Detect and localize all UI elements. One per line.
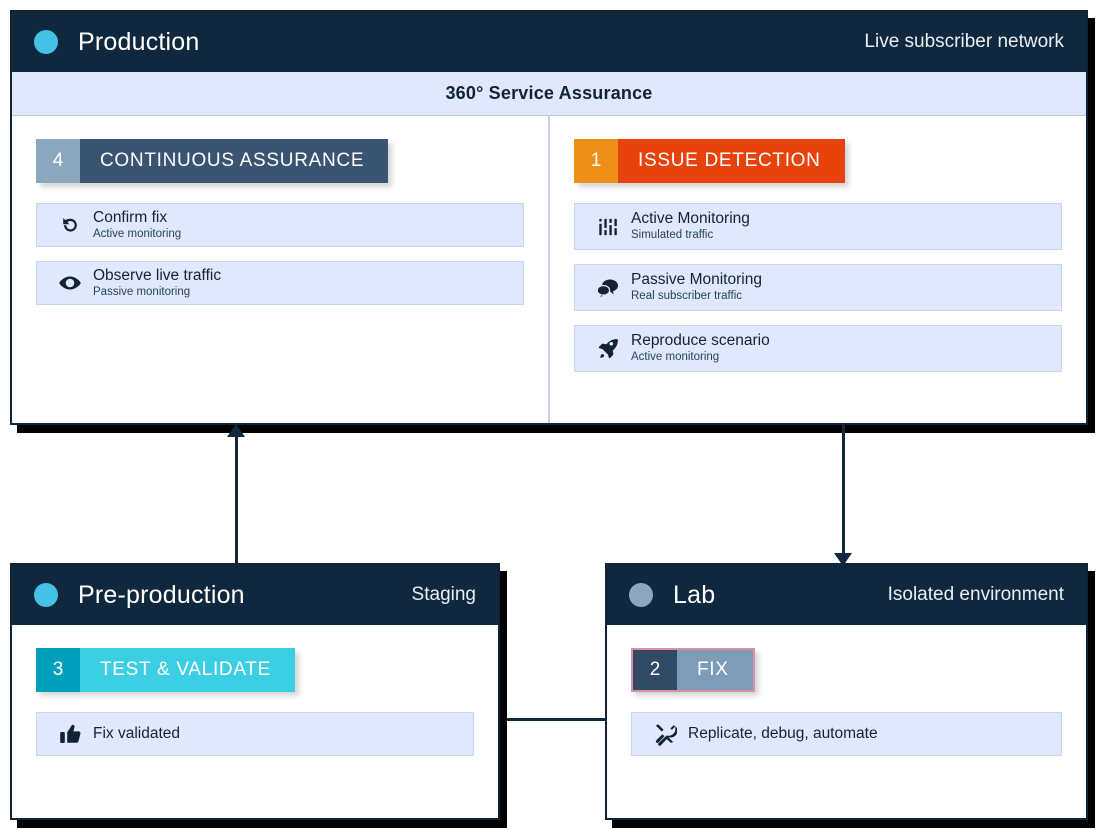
status-dot-grey-icon <box>629 583 653 607</box>
preproduction-body: 3 TEST & VALIDATE Fix validated <box>12 625 498 756</box>
list-item-fix-validated[interactable]: Fix validated <box>36 712 474 756</box>
production-columns: 4 CONTINUOUS ASSURANCE Confirm fix Activ… <box>12 116 1086 423</box>
preproduction-panel: Pre-production Staging 3 TEST & VALIDATE… <box>10 563 500 820</box>
list-item-title: Fix validated <box>93 725 181 742</box>
list-item-replicate-debug-automate[interactable]: Replicate, debug, automate <box>631 712 1062 756</box>
eye-icon <box>53 271 87 295</box>
lab-header: Lab Isolated environment <box>607 565 1086 625</box>
list-item-title: Confirm fix <box>93 208 168 226</box>
list-item-subtitle: Passive monitoring <box>93 285 191 298</box>
stage-number: 2 <box>633 650 677 690</box>
connector-lab-to-preproduction <box>505 718 607 721</box>
list-item-text: Observe live traffic Passive monitoring <box>93 267 221 300</box>
rocket-icon <box>591 337 625 360</box>
status-dot-cyan-icon <box>34 30 58 54</box>
list-item-title: Replicate, debug, automate <box>688 725 878 742</box>
service-assurance-label: 360° Service Assurance <box>445 83 653 103</box>
stage-badge-fix[interactable]: 2 FIX <box>631 648 755 692</box>
stage-badge-test-validate[interactable]: 3 TEST & VALIDATE <box>36 648 295 692</box>
arrowhead-up-icon <box>227 424 245 437</box>
preproduction-header: Pre-production Staging <box>12 565 498 625</box>
stage-number: 4 <box>36 139 80 183</box>
connector-production-to-lab <box>842 425 845 558</box>
lab-title: Lab <box>673 580 716 609</box>
stage-label: CONTINUOUS ASSURANCE <box>100 150 365 171</box>
list-item-passive-monitoring[interactable]: Passive Monitoring Real subscriber traff… <box>574 264 1062 311</box>
arrowhead-down-icon <box>834 553 852 566</box>
production-title: Production <box>78 27 200 56</box>
list-item-text: Passive Monitoring Real subscriber traff… <box>631 271 762 304</box>
list-item-subtitle: Simulated traffic <box>631 229 714 242</box>
production-header: Production Live subscriber network <box>12 12 1086 72</box>
production-subtitle: Live subscriber network <box>864 31 1064 52</box>
lab-panel: Lab Isolated environment 2 FIX Replicate… <box>605 563 1088 820</box>
list-item-title: Reproduce scenario <box>631 332 770 350</box>
list-item-active-monitoring[interactable]: Active Monitoring Simulated traffic <box>574 203 1062 250</box>
list-item-subtitle: Active monitoring <box>93 227 182 240</box>
stage-label: FIX <box>697 659 729 680</box>
service-assurance-band: 360° Service Assurance <box>12 72 1086 116</box>
lab-subtitle: Isolated environment <box>887 584 1064 605</box>
rotate-ccw-icon <box>53 214 87 236</box>
list-item-subtitle: Active monitoring <box>631 351 720 364</box>
list-item-confirm-fix[interactable]: Confirm fix Active monitoring <box>36 203 524 247</box>
stage-number: 1 <box>574 139 618 183</box>
list-item-text: Reproduce scenario Active monitoring <box>631 332 770 365</box>
status-dot-cyan-icon <box>34 583 58 607</box>
list-item-title: Passive Monitoring <box>631 271 762 289</box>
stage-badge-continuous-assurance[interactable]: 4 CONTINUOUS ASSURANCE <box>36 139 389 183</box>
preproduction-subtitle: Staging <box>411 584 476 605</box>
list-item-title: Observe live traffic <box>93 266 222 284</box>
list-item-subtitle: Real subscriber traffic <box>631 290 742 303</box>
thumbs-up-icon <box>53 723 87 745</box>
stage-label: TEST & VALIDATE <box>100 659 271 680</box>
continuous-assurance-column: 4 CONTINUOUS ASSURANCE Confirm fix Activ… <box>12 116 550 423</box>
list-item-title: Active Monitoring <box>631 210 750 228</box>
issue-detection-column: 1 ISSUE DETECTION <box>550 116 1086 423</box>
list-item-text: Confirm fix Active monitoring <box>93 209 181 242</box>
list-item-text: Active Monitoring Simulated traffic <box>631 210 750 243</box>
connector-preproduction-to-production <box>235 432 238 565</box>
chat-bubbles-icon <box>591 277 625 299</box>
stage-badge-issue-detection[interactable]: 1 ISSUE DETECTION <box>574 139 845 183</box>
list-item-observe-live-traffic[interactable]: Observe live traffic Passive monitoring <box>36 261 524 305</box>
stage-label: ISSUE DETECTION <box>638 150 821 171</box>
list-item-reproduce-scenario[interactable]: Reproduce scenario Active monitoring <box>574 325 1062 372</box>
sliders-icon <box>591 216 625 238</box>
preproduction-title: Pre-production <box>78 580 245 609</box>
lab-body: 2 FIX Replicate, debug, automate <box>607 625 1086 756</box>
production-panel: Production Live subscriber network 360° … <box>10 10 1088 425</box>
stage-number: 3 <box>36 648 80 692</box>
tools-icon <box>648 722 682 746</box>
